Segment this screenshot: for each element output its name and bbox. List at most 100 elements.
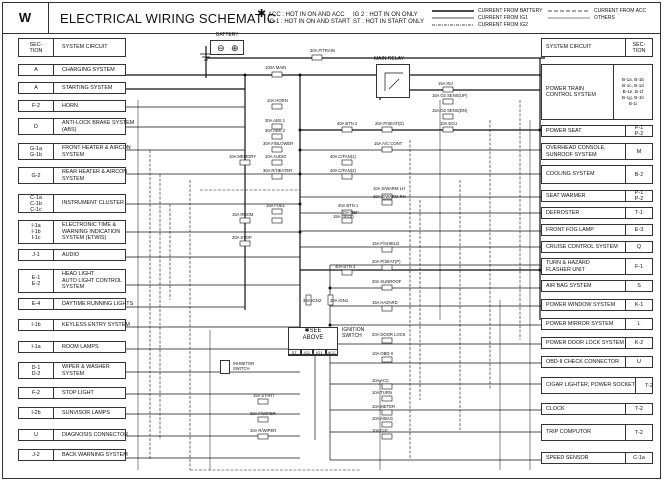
legend-ig1: CURRENT FROM IG1 [478,15,528,21]
right-system-name: OVERHEAD CONSOLE, SUNROOF SYSTEM [546,145,606,158]
battery-plus-icon: ⊕ [231,43,239,53]
right-system-name: POWER SEAT [546,127,582,134]
left-system-name: FRONT HEATER & AIRCON SYSTEM [62,145,131,158]
right-system-sec: T-2 [625,425,652,440]
left-system-sec: J-1 [19,250,54,260]
key-line-ig2: IG 2 : HOT IN ON ONLY [353,12,418,18]
term-ig1: IG1 [313,349,326,356]
left-system-name: INSTRUMENT CLUSTER [62,200,124,207]
fuse-label: 10A ECU [440,121,458,126]
left-system-sec: C-1a C-1b C-1c [19,195,54,213]
left-system-row: D-1 D-2 WIPER & WASHER SYSTEM [18,362,126,379]
fuse-label: 10A A/BAG [372,416,393,421]
right-system-sec: U [625,357,652,367]
fuse-label: 20A SUNROOF [372,279,402,284]
main-relay [376,64,410,98]
fuse-label: 40A BTN 1 [338,203,359,208]
left-system-name: ANTI-LOCK BRAKE SYSTEM (ABS) [62,120,135,133]
fuse-label: 10A OBD-II [372,351,394,356]
fuse-label: 30A ABS 2 [265,128,286,133]
left-system-sec: I-1a [19,342,54,352]
term-st: ST [288,349,301,356]
left-system-name: ROOM LAMPS [62,343,99,350]
left-system-sec: I-1b [19,320,54,330]
ignition-switch-label: IGNITION SWITCH [342,327,365,339]
right-system-sec: B-2 [625,166,652,183]
fuse-label: 30A R/HEATER [263,168,293,173]
fuse-label: 15A INJ [438,81,453,86]
right-system-name: POWER TRAIN CONTROL SYSTEM [546,85,596,98]
left-system-name: STOP LIGHT [62,389,94,396]
right-system-row: OBD-II CHECK CONNECTOR U [541,356,653,368]
right-system-sec: F-1 [625,259,652,274]
right-system-sec: P-1 P-2 [625,125,652,137]
right-system-name: OBD-II CHECK CONNECTOR [546,358,619,365]
left-system-sec: J-2 [19,450,54,460]
fuse-label: 10A METER [372,404,396,409]
right-system-name: POWER MIRROR SYSTEM [546,320,614,327]
fuse-label: 20A DOOR LOCK [372,332,406,337]
fuse-label: 20A STOP [232,235,252,240]
key-symbol: ✱ [257,8,267,20]
left-system-sec: D [19,119,54,134]
diagram-frame [2,2,661,479]
right-system-sec: B-1a, B-1b B-1c, B-1d B-1e, B-1f B-1g, B… [613,65,652,119]
fuse-label: 20A F/WIPER [250,411,276,416]
fuse-label: 20A P/SEAT(P) [372,259,401,264]
fuse-label: 10A R/WIPER [250,428,277,433]
fuse-label: 10A MEMORY [229,154,257,159]
right-header-sec: SEC- TION [625,39,652,56]
ignition-terminals: ST IG2 IG1 ACC [288,349,338,356]
left-system-row: I-1b KEYLESS ENTRY SYSTEM [18,319,130,331]
right-system-name: AIR BAG SYSTEM [546,282,592,289]
left-system-sec: G-1a G-1b [19,144,54,159]
right-system-sec: P-1 P-2 [625,190,652,202]
fuse-label: 30A F/BLOWER [263,141,294,146]
right-system-name: CLOCK [546,405,565,412]
left-system-name: BACK WARNING SYSTEM [62,451,128,458]
left-system-name: ELECTRONIC TIME & WARNING INDICATION SYS… [62,222,121,242]
left-system-row: I-1a ROOM LAMPS [18,341,126,353]
main-relay-label: MAIN RELAY [374,56,404,62]
left-system-sec: D-1 D-2 [19,363,54,378]
fuse-label: 30A IGN2 [303,298,322,303]
left-header-sec: SEC- TION [19,39,54,56]
right-system-sec: M [625,144,652,159]
key-line-ig1: IG 1 : HOT IN ON AND START [268,19,351,25]
right-header: SYSTEM CIRCUIT SEC- TION [541,38,653,57]
left-system-sec: U [19,430,54,440]
right-system-sec: Q [625,242,652,252]
left-system-row: D ANTI-LOCK BRAKE SYSTEM (ABS) [18,118,134,135]
term-acc: ACC [325,349,338,356]
battery-minus-icon: ⊖ [217,43,225,53]
left-header: SEC- TION SYSTEM CIRCUIT [18,38,126,57]
fuse-label: 30A IGN1 [330,298,349,303]
fuse-label: 10A HORN [267,98,288,103]
left-system-name: KEYLESS ENTRY SYSTEM [62,321,130,328]
term-ig2: IG2 [300,349,313,356]
right-system-row: CLOCK T-2 [541,403,653,415]
right-system-sec: T-2 [625,404,652,414]
fuse-label: 40A BTN 3 [335,264,356,269]
left-system-name: SUNVISOR LAMPS [62,409,110,416]
fuse-label: 10A TURN [372,390,392,395]
fuse-label: 30A P/TRAIN [310,48,335,53]
left-system-row: G-1a G-1b FRONT HEATER & AIRCON SYSTEM [18,143,131,160]
left-system-sec: E-1 E-2 [19,270,54,292]
left-system-name: WIPER & WASHER SYSTEM [62,364,110,377]
fuse-label: 15A ROOM [232,212,254,217]
left-system-row: C-1a C-1b C-1c INSTRUMENT CLUSTER [18,194,126,213]
right-header-name: SYSTEM CIRCUIT [546,44,592,51]
